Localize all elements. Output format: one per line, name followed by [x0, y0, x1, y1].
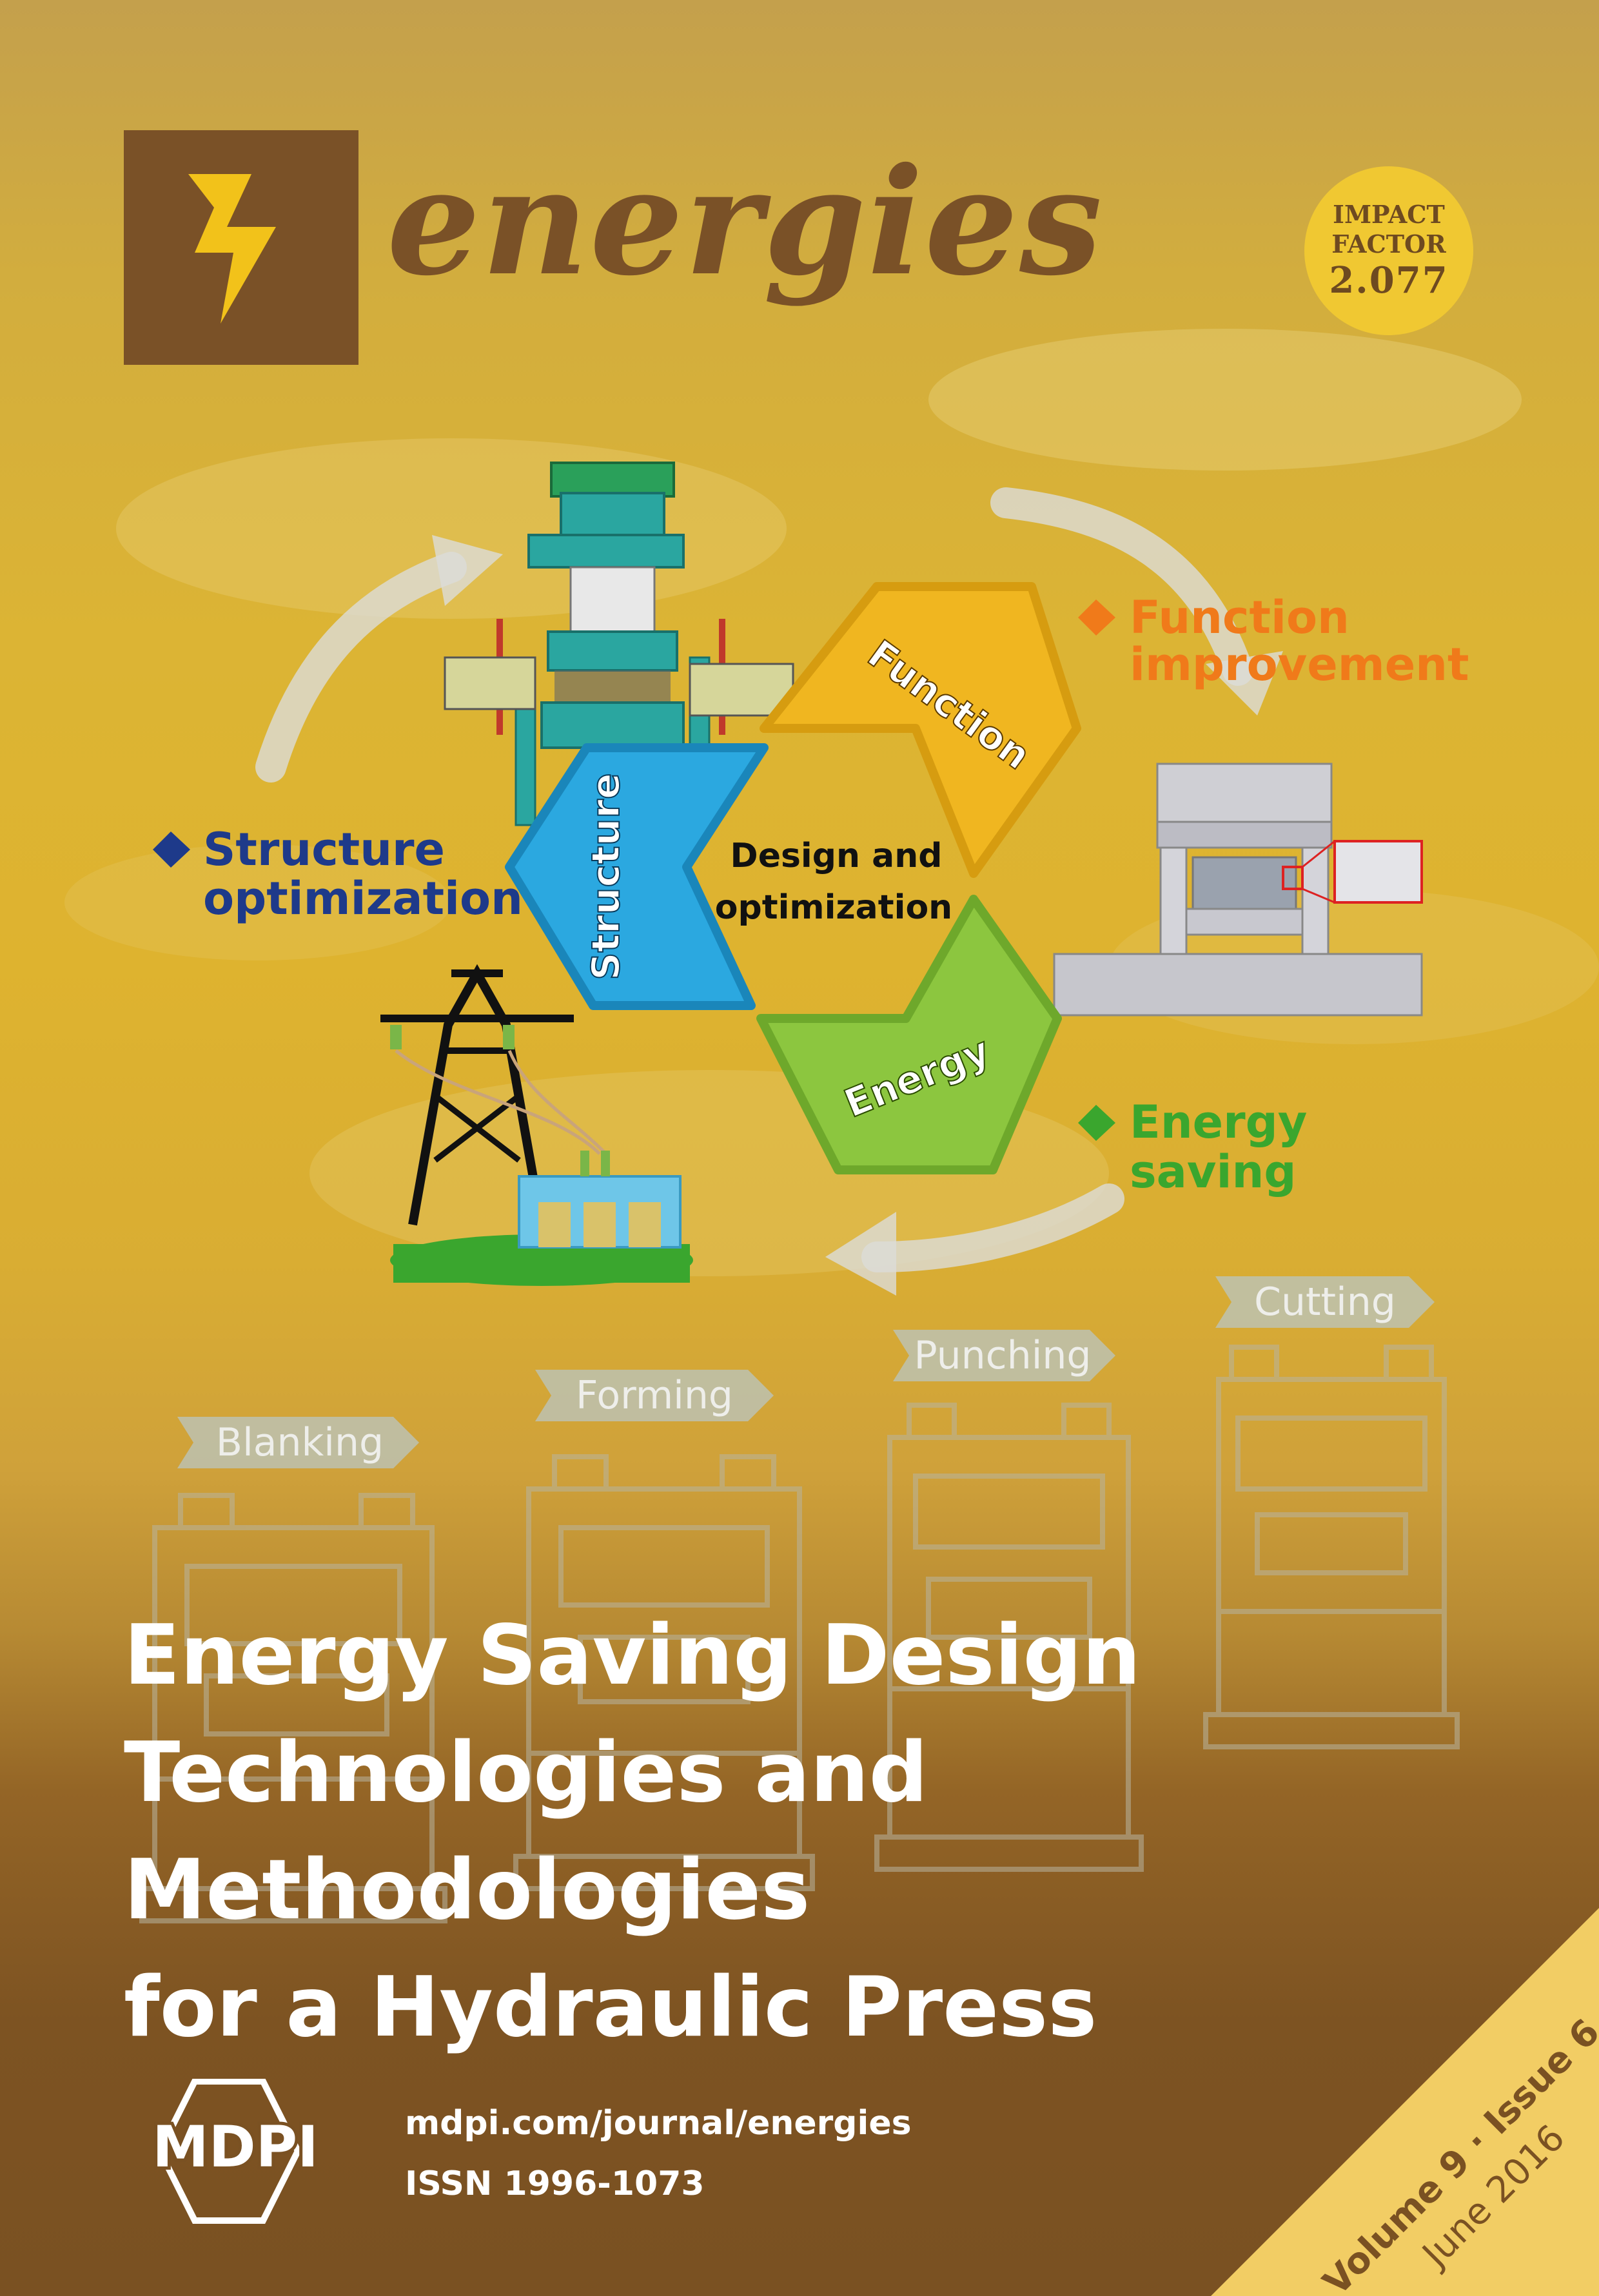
press-outline-blanking-icon	[139, 1493, 447, 1923]
impact-label-2: FACTOR	[1331, 229, 1446, 258]
process-tag-blanking	[177, 1417, 419, 1468]
press-outline-forming-icon	[513, 1454, 815, 1891]
impact-value: 2.077	[1329, 259, 1449, 302]
article-title-line3: for a Hydraulic Press	[124, 1960, 1097, 2056]
journal-logo	[124, 130, 358, 365]
process-tag-cutting	[1215, 1276, 1435, 1328]
cycle-arrow-top-left-icon	[255, 552, 467, 783]
mdpi-hexagon-icon	[156, 2079, 302, 2224]
structure-diamond-icon	[153, 832, 190, 868]
cycle-arrowhead-top-left-icon	[432, 535, 503, 606]
article-title: Energy Saving Design Technologies and Me…	[124, 1597, 1542, 2067]
function-diamond-icon	[1078, 599, 1115, 636]
process-tag-forming	[535, 1370, 774, 1421]
hex-structure-shape	[505, 743, 769, 1010]
issue-corner-ribbon: Volume 9 · Issue 6 June 2016	[1211, 1908, 1599, 2296]
cycle-arrow-top-right-icon	[990, 487, 1253, 686]
press-outline-cutting-icon	[1203, 1345, 1460, 1749]
cycle-arrowhead-bottom-icon	[825, 1212, 896, 1296]
impact-label-1: IMPACT	[1333, 200, 1445, 229]
cycle-arrowhead-top-right-icon	[1206, 651, 1283, 715]
structure-label-line1: Structure	[203, 823, 445, 876]
article-title-line2: Technologies and Methodologies	[124, 1725, 928, 1938]
press-outline-punching-icon	[874, 1403, 1144, 1872]
mdpi-logo: MDPI	[149, 2079, 322, 2224]
process-label-blanking: Blanking	[216, 1420, 384, 1465]
center-label-line2: optimization	[715, 888, 952, 927]
journal-url-link[interactable]: mdpi.com/journal/energies	[405, 2104, 912, 2143]
hex-energy-shape	[756, 895, 1062, 1174]
journal-title: energies	[387, 135, 1104, 308]
function-label-line1: Function	[1130, 591, 1349, 644]
lightning-bolt-icon	[188, 174, 276, 324]
process-label-punching: Punching	[914, 1333, 1092, 1378]
energy-diamond-icon	[1078, 1105, 1115, 1141]
center-label-line1: Design and	[731, 837, 943, 875]
mdpi-logo-text: MDPI	[152, 2114, 319, 2180]
impact-factor-badge: IMPACT FACTOR 2.077	[1304, 166, 1473, 335]
function-label-line2: improvement	[1130, 638, 1469, 691]
structure-label-line2: optimization	[203, 872, 523, 925]
process-label-forming: Forming	[576, 1373, 733, 1418]
energy-label-line1: Energy	[1130, 1096, 1307, 1149]
process-tag-punching	[893, 1330, 1115, 1381]
hex-structure-label: Structure	[584, 773, 629, 980]
cycle-arrow-bottom-icon	[861, 1183, 1124, 1272]
energy-label-line2: saving	[1130, 1145, 1296, 1198]
hex-function-shape	[760, 582, 1081, 878]
issn-text: ISSN 1996-1073	[405, 2165, 705, 2203]
hydraulic-press-model-grey-icon	[1053, 763, 1423, 1017]
process-label-cutting: Cutting	[1254, 1279, 1396, 1325]
article-title-line1: Energy Saving Design	[124, 1608, 1141, 1704]
factory-icon	[518, 1151, 682, 1249]
